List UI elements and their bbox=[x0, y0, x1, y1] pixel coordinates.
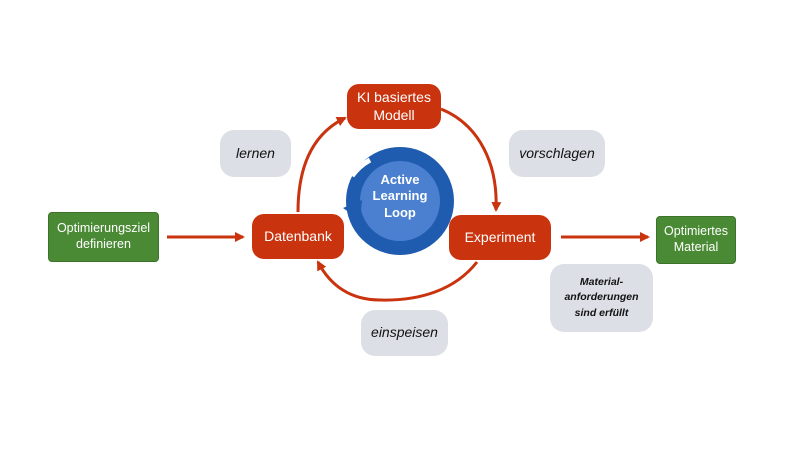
label-requirements-line-1: Material- bbox=[579, 276, 624, 289]
arrow-feed bbox=[316, 260, 479, 302]
node-experiment: Experiment bbox=[449, 215, 551, 260]
node-database: Datenbank bbox=[252, 214, 344, 259]
node-result-line-2: Material bbox=[673, 240, 719, 254]
arrow-learn bbox=[296, 116, 347, 213]
label-requirements-line-2: anforderungen bbox=[564, 291, 639, 304]
loop-title: Active Learning Loop bbox=[362, 172, 438, 221]
label-suggest: vorschlagen bbox=[509, 130, 605, 177]
node-database-label: Datenbank bbox=[264, 227, 332, 244]
node-experiment-label: Experiment bbox=[464, 228, 536, 245]
label-feed-text: einspeisen bbox=[371, 324, 438, 341]
loop-title-line-3: Loop bbox=[384, 204, 416, 220]
node-model: KI basiertes Modell bbox=[347, 84, 441, 129]
loop-title-line-1: Active bbox=[380, 172, 420, 187]
node-model-line-1: KI basiertes bbox=[357, 89, 431, 105]
node-model-line-2: Modell bbox=[373, 106, 415, 123]
node-result-line-1: Optimiertes bbox=[664, 224, 728, 239]
node-goal: Optimierungsziel definieren bbox=[48, 212, 159, 262]
loop-arrowhead bbox=[343, 200, 362, 220]
label-requirements: Material- anforderungen sind erfüllt bbox=[550, 264, 653, 332]
loop-icon bbox=[343, 147, 454, 255]
node-goal-line-2: definieren bbox=[76, 237, 131, 251]
label-learn-text: lernen bbox=[236, 144, 275, 161]
label-learn: lernen bbox=[220, 130, 291, 177]
node-goal-line-1: Optimierungsziel bbox=[56, 221, 151, 236]
label-suggest-text: vorschlagen bbox=[519, 144, 595, 161]
loop-title-line-2: Learning bbox=[372, 188, 428, 204]
label-feed: einspeisen bbox=[361, 310, 448, 356]
node-result: Optimiertes Material bbox=[656, 216, 736, 264]
label-requirements-line-3: sind erfüllt bbox=[574, 306, 629, 319]
loop-inner-disc bbox=[360, 161, 440, 241]
arrow-suggest bbox=[440, 107, 502, 212]
loop-gap bbox=[349, 157, 372, 178]
